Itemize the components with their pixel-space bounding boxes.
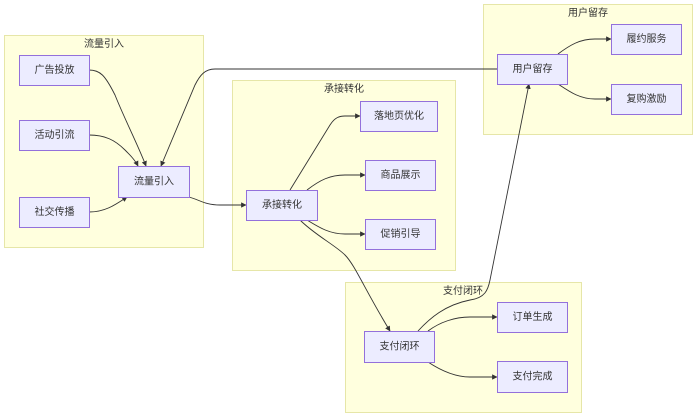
node-landing[interactable]: 落地页优化 (360, 101, 438, 132)
node-landing-label: 落地页优化 (374, 109, 424, 122)
node-event[interactable]: 活动引流 (19, 120, 90, 151)
node-ad-label: 广告投放 (35, 63, 75, 76)
edge-convert-product (306, 172, 366, 191)
node-ad[interactable]: 广告投放 (19, 55, 90, 86)
edge-convert-promo (306, 219, 366, 237)
node-landing-box[interactable] (360, 101, 438, 132)
node-repurchase[interactable]: 复购激励 (611, 84, 682, 115)
node-traffic-label: 流量引入 (134, 175, 174, 188)
node-retain-label: 用户留存 (513, 62, 553, 75)
node-social[interactable]: 社交传播 (19, 197, 90, 228)
edge-retain-fulfill (557, 36, 612, 55)
node-convert-label: 承接转化 (262, 198, 302, 211)
node-fulfill[interactable]: 履约服务 (611, 24, 682, 55)
node-fulfill-label: 履约服务 (627, 32, 667, 45)
edge-social-traffic (88, 196, 128, 213)
node-promo[interactable]: 促销引导 (365, 219, 436, 250)
node-product-box[interactable] (365, 160, 436, 191)
node-paid-box[interactable] (497, 361, 568, 393)
node-retain[interactable]: 用户留存 (497, 54, 568, 85)
node-order-box[interactable] (497, 302, 568, 333)
node-convert-box[interactable] (246, 190, 318, 221)
node-traffic-box[interactable] (118, 166, 190, 198)
edge-pay-order (427, 314, 498, 332)
edge-convert-landing (289, 113, 361, 191)
node-pay-label: 支付闭环 (380, 340, 420, 353)
node-event-label: 活动引流 (35, 128, 75, 141)
node-pay-box[interactable] (364, 331, 435, 363)
group-traffic-title: 流量引入 (84, 37, 124, 50)
edge-ad-traffic (88, 69, 147, 167)
node-repurchase-label: 复购激励 (627, 92, 667, 105)
node-pay[interactable]: 支付闭环 (364, 331, 435, 363)
edge-pay-retain (417, 83, 531, 332)
node-order[interactable]: 订单生成 (497, 302, 568, 333)
edges (88, 36, 612, 380)
node-product-label: 商品展示 (381, 168, 421, 181)
node-social-box[interactable] (19, 197, 90, 228)
node-paid[interactable]: 支付完成 (497, 361, 568, 393)
node-promo-box[interactable] (365, 219, 436, 250)
edge-retain-traffic (160, 68, 497, 167)
node-social-label: 社交传播 (35, 205, 75, 218)
group-convert-title: 承接转化 (324, 82, 364, 95)
node-traffic[interactable]: 流量引入 (118, 166, 190, 198)
node-order-label: 订单生成 (513, 310, 553, 323)
node-promo-label: 促销引导 (381, 227, 421, 240)
node-fulfill-box[interactable] (611, 24, 682, 55)
group-retain-title: 用户留存 (568, 6, 608, 19)
node-event-box[interactable] (19, 120, 90, 151)
node-paid-label: 支付完成 (513, 370, 553, 383)
edge-traffic-convert (188, 196, 247, 208)
edge-event-traffic (88, 134, 139, 167)
edge-convert-pay (299, 219, 391, 332)
edge-pay-paid (427, 361, 498, 380)
node-product[interactable]: 商品展示 (365, 160, 436, 191)
node-ad-box[interactable] (19, 55, 90, 86)
group-pay-title: 支付闭环 (443, 284, 483, 297)
node-repurchase-box[interactable] (611, 84, 682, 115)
edge-retain-repurchase (557, 83, 612, 102)
node-convert[interactable]: 承接转化 (246, 190, 318, 221)
node-retain-box[interactable] (497, 54, 568, 85)
